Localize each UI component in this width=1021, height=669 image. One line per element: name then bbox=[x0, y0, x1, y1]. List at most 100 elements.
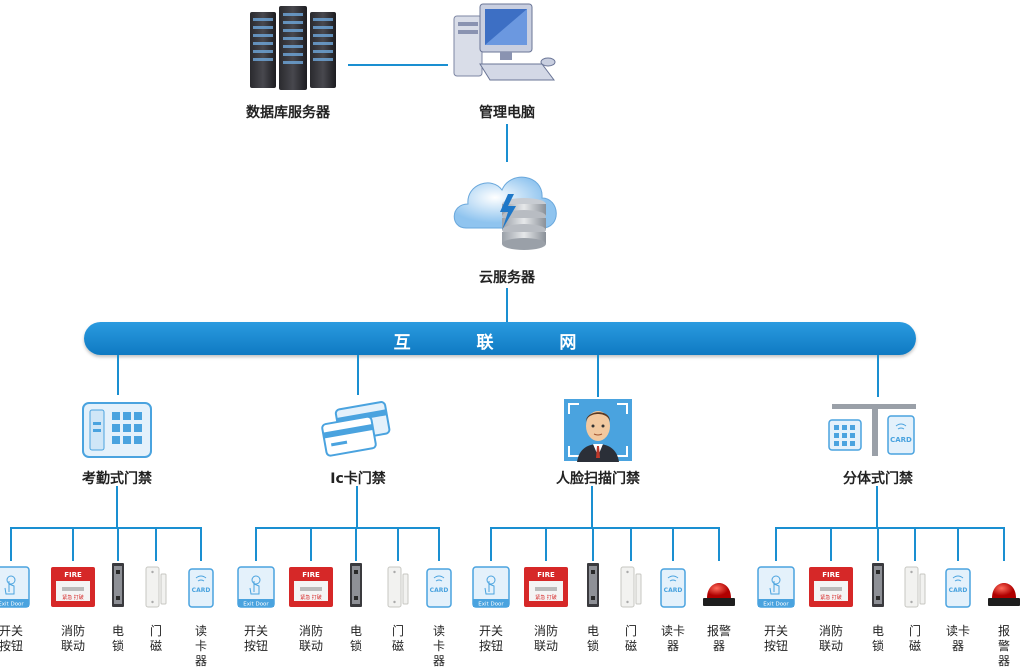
device-label: 消防 联动 bbox=[298, 624, 324, 653]
fire-alarm-icon: FIRE 紧急 打破 bbox=[51, 567, 95, 607]
device-label: 开关 按钮 bbox=[478, 624, 504, 653]
device-label: 报警 器 bbox=[706, 624, 732, 653]
cloud-server-icon bbox=[453, 176, 557, 250]
face-scan-icon bbox=[564, 399, 632, 462]
card-reader-icon: CARD bbox=[426, 568, 452, 608]
svg-text:Exit Door: Exit Door bbox=[0, 602, 24, 608]
drop-system-1 bbox=[117, 355, 119, 395]
svg-text:Exit Door: Exit Door bbox=[243, 602, 269, 608]
door-magnet-icon bbox=[387, 566, 409, 608]
drop-system-2 bbox=[357, 355, 359, 395]
device-label: 消防 联动 bbox=[818, 624, 844, 653]
device-label: 读 卡 器 bbox=[432, 624, 446, 668]
device-label: 开关 按钮 bbox=[0, 624, 24, 653]
device-drop-2-5 bbox=[438, 527, 440, 561]
drop-system-3 bbox=[597, 355, 599, 397]
device-label: 消防 联动 bbox=[533, 624, 559, 653]
internet-bus-label: 互 联 网 bbox=[393, 333, 607, 353]
card-reader-icon: CARD bbox=[660, 568, 686, 608]
device-label: 开关 按钮 bbox=[243, 624, 269, 653]
device-drop-4-6 bbox=[1003, 527, 1005, 561]
device-label: 电 锁 bbox=[111, 624, 125, 653]
card-reader-icon: CARD bbox=[945, 568, 971, 608]
device-drop-1-2 bbox=[72, 527, 74, 561]
split-access-icon: CARD bbox=[828, 404, 916, 456]
internet-bus: 互 联 网 bbox=[84, 322, 916, 355]
svg-text:FIRE: FIRE bbox=[302, 571, 320, 579]
device-label: 读卡 器 bbox=[945, 624, 971, 653]
device-label: 电 锁 bbox=[871, 624, 885, 653]
fire-alarm-icon: FIRE 紧急 打破 bbox=[524, 567, 568, 607]
device-label: 门 磁 bbox=[908, 624, 922, 653]
svg-text:Exit Door: Exit Door bbox=[763, 602, 789, 608]
db-server-label: 数据库服务器 bbox=[246, 105, 330, 121]
system-label-2: Ic卡门禁 bbox=[330, 471, 386, 487]
device-drop-4-4 bbox=[914, 527, 916, 561]
device-label: 门 磁 bbox=[624, 624, 638, 653]
svg-text:FIRE: FIRE bbox=[537, 571, 555, 579]
drop-devices-2 bbox=[356, 486, 358, 528]
svg-text:紧急 打破: 紧急 打破 bbox=[62, 594, 84, 601]
door-magnet-icon bbox=[904, 566, 926, 608]
drop-devices-1 bbox=[116, 486, 118, 528]
drop-system-4 bbox=[877, 355, 879, 397]
device-drop-2-1 bbox=[255, 527, 257, 561]
svg-text:紧急 打破: 紧急 打破 bbox=[535, 594, 557, 601]
device-drop-3-4 bbox=[630, 527, 632, 561]
device-label: 电 锁 bbox=[349, 624, 363, 653]
link-cloud-bus bbox=[506, 288, 508, 324]
link-pc-cloud bbox=[506, 124, 508, 162]
device-label: 报警 器 bbox=[997, 624, 1010, 668]
device-bus-3 bbox=[490, 527, 720, 529]
link-db-pc bbox=[348, 64, 448, 66]
device-drop-3-5 bbox=[672, 527, 674, 561]
svg-text:CARD: CARD bbox=[949, 587, 968, 594]
device-drop-4-2 bbox=[830, 527, 832, 561]
device-drop-3-1 bbox=[490, 527, 492, 561]
device-drop-2-4 bbox=[397, 527, 399, 561]
device-bus-2 bbox=[255, 527, 440, 529]
desktop-computer-icon bbox=[453, 3, 556, 81]
door-magnet-icon bbox=[145, 566, 167, 608]
device-label: 门 磁 bbox=[149, 624, 163, 653]
exit-button-icon: Exit Door bbox=[757, 566, 795, 608]
system-label-1: 考勤式门禁 bbox=[82, 471, 152, 487]
device-drop-4-5 bbox=[957, 527, 959, 561]
device-drop-1-1 bbox=[10, 527, 12, 561]
server-rack-icon bbox=[250, 6, 336, 90]
device-drop-3-6 bbox=[718, 527, 720, 561]
device-drop-1-3 bbox=[117, 527, 119, 561]
svg-text:CARD: CARD bbox=[192, 587, 211, 594]
device-drop-2-3 bbox=[355, 527, 357, 561]
system-label-4: 分体式门禁 bbox=[843, 471, 913, 487]
admin-pc-label: 管理电脑 bbox=[479, 105, 535, 121]
electric-lock-icon bbox=[350, 563, 362, 607]
device-label: 读 卡 器 bbox=[194, 624, 208, 668]
keypad-terminal-icon bbox=[82, 402, 152, 458]
svg-text:FIRE: FIRE bbox=[64, 571, 82, 579]
cloud-server-label: 云服务器 bbox=[479, 270, 535, 286]
device-label: 开关 按钮 bbox=[763, 624, 789, 653]
device-label: 读卡 器 bbox=[660, 624, 686, 653]
drop-devices-4 bbox=[876, 486, 878, 528]
device-drop-4-3 bbox=[877, 527, 879, 561]
device-drop-3-2 bbox=[545, 527, 547, 561]
device-drop-1-5 bbox=[200, 527, 202, 561]
electric-lock-icon bbox=[872, 563, 884, 607]
device-label: 门 磁 bbox=[391, 624, 405, 653]
svg-text:Exit Door: Exit Door bbox=[478, 602, 504, 608]
ic-card-icon bbox=[321, 401, 391, 457]
device-bus-4 bbox=[775, 527, 1005, 529]
system-label-3: 人脸扫描门禁 bbox=[556, 471, 640, 487]
device-drop-1-4 bbox=[155, 527, 157, 561]
electric-lock-icon bbox=[587, 563, 599, 607]
door-magnet-icon bbox=[620, 566, 642, 608]
split-card-text: CARD bbox=[890, 436, 912, 444]
electric-lock-icon bbox=[112, 563, 124, 607]
svg-text:FIRE: FIRE bbox=[822, 571, 840, 579]
exit-button-icon: Exit Door bbox=[0, 566, 30, 608]
alarm-light-icon bbox=[703, 583, 735, 606]
card-reader-icon: CARD bbox=[188, 568, 214, 608]
device-drop-3-3 bbox=[592, 527, 594, 561]
